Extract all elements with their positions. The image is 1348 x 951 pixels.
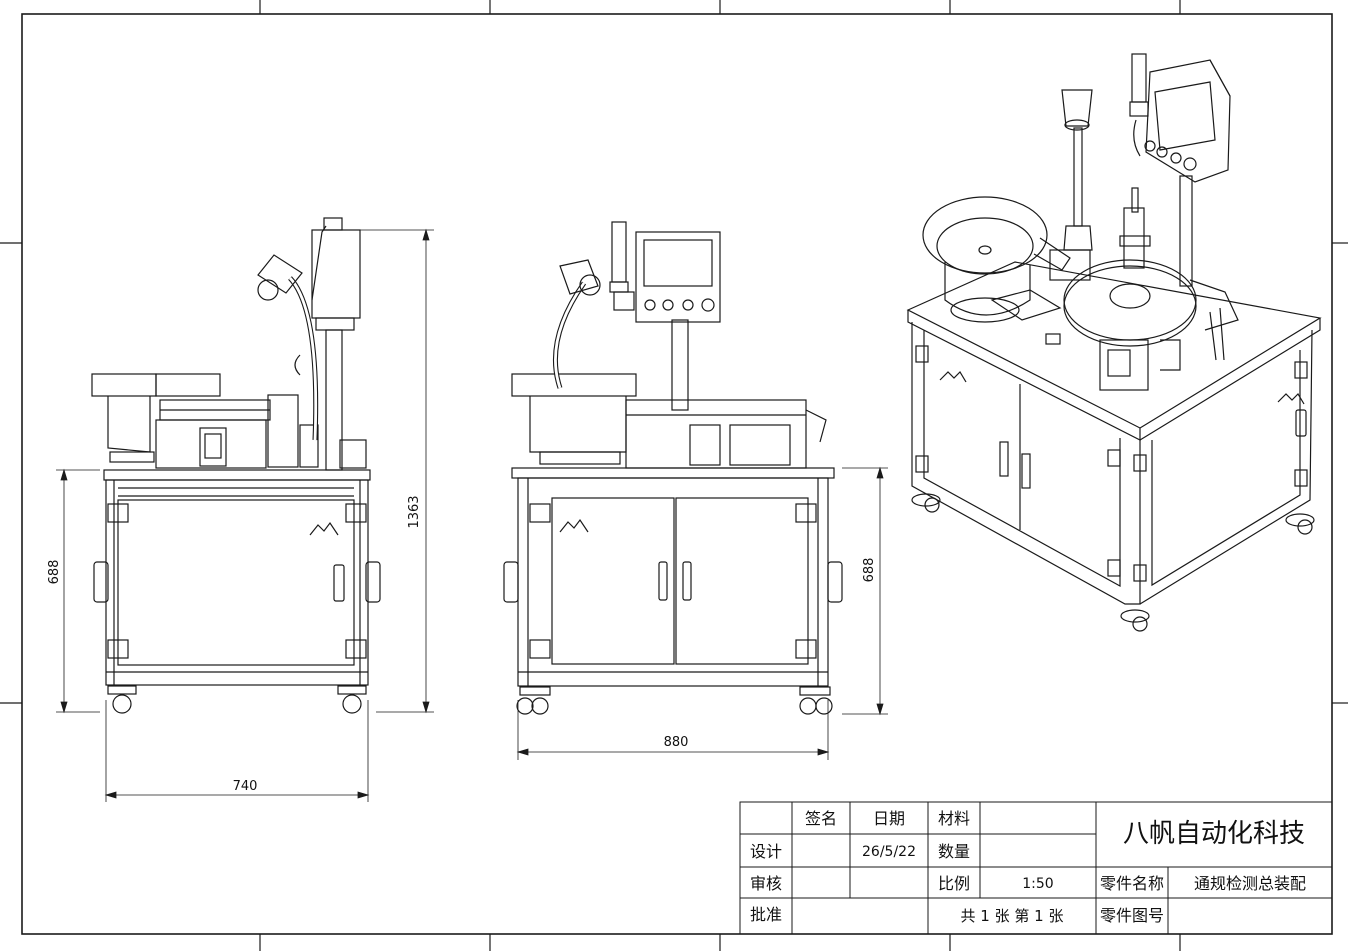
scale-label: 比例 <box>938 874 970 893</box>
front-view <box>91 217 381 714</box>
header-material: 材料 <box>938 809 970 828</box>
header-date: 日期 <box>873 809 905 828</box>
front-dimensions <box>56 228 434 802</box>
side-view <box>503 221 843 715</box>
title-block <box>739 801 1333 935</box>
scale-value: 1:50 <box>1022 876 1053 892</box>
overall-height-dimension: 1363 <box>407 495 422 528</box>
side-dimensions <box>516 466 888 760</box>
part-name-value: 通规检测总装配 <box>1194 874 1306 893</box>
side-height-dimension: 688 <box>862 558 877 583</box>
row-approve-label: 批准 <box>750 905 782 924</box>
part-name-label: 零件名称 <box>1100 874 1164 893</box>
design-date: 26/5/22 <box>862 844 916 860</box>
drawing-number-label: 零件图号 <box>1100 906 1164 925</box>
header-sign: 签名 <box>805 809 837 828</box>
row-review-label: 审核 <box>750 874 782 893</box>
front-height-dimension: 688 <box>47 560 62 585</box>
side-width-dimension: 880 <box>664 735 689 750</box>
isometric-view <box>906 53 1322 632</box>
sheet-info: 共 1 张 第 1 张 <box>961 907 1064 925</box>
company-name: 八帆自动化科技 <box>1123 819 1305 849</box>
row-design-label: 设计 <box>750 842 782 861</box>
quantity-label: 数量 <box>938 842 970 861</box>
front-width-dimension: 740 <box>233 779 258 794</box>
